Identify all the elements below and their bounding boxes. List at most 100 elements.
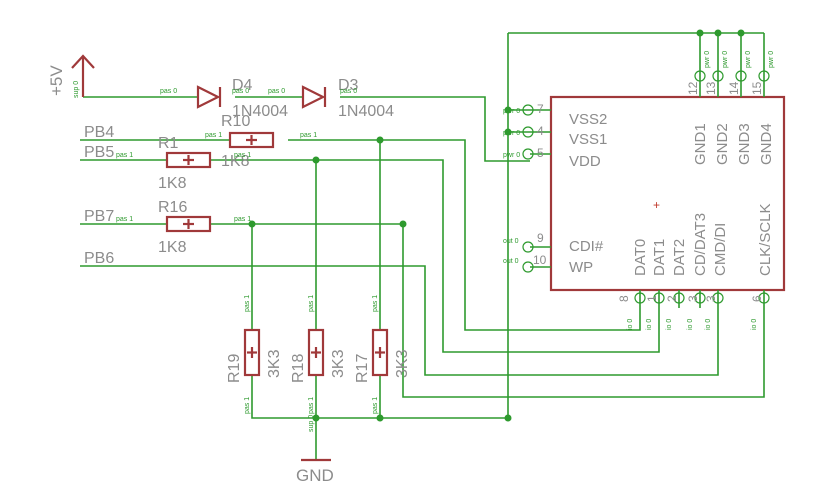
pin_tags-pas1-text: pas 1: [300, 132, 317, 139]
pin_tags-pas0-text: pas 0: [268, 88, 285, 95]
resistors-5-name-text: R17: [354, 354, 371, 383]
top-pins: 12 13 14 15 pwr 0 pwr 0 pwr 0 pwr 0 GND1…: [686, 51, 775, 165]
pin_tags-pas1-text: pas 1: [372, 397, 379, 414]
vcc-pin-tag: sup 0: [73, 81, 80, 98]
card-bottom_pins-4-dir-text: io 0: [705, 319, 712, 330]
pin_tags-pas1-text: pas 1: [244, 397, 251, 414]
resistors-3-value-text: 3K3: [266, 349, 283, 378]
resistors-1-value-text: 1K8: [158, 175, 187, 192]
card-bottom_pins-3-name-text: CD/DAT3: [692, 213, 709, 276]
card-left_pins-4-dir-text: out 0: [503, 258, 519, 265]
card-bottom_pins-4-name-text: CMD/DI: [712, 223, 729, 276]
pin_tags-pas0-text: pas 0: [232, 88, 249, 95]
resistors-3-name-text: R19: [226, 354, 243, 383]
resistor-r19: R19 3K3 pas 1 pas 1: [226, 295, 283, 414]
card-top_pins-0-num-text: 12: [686, 81, 700, 95]
resistor-r16: R16 1K8 pas 1 pas 1: [116, 199, 251, 256]
card-left_pins-4-name-text: WP: [569, 259, 593, 276]
diode-d4: D4 1N4004 pas 0 pas 0: [160, 77, 288, 120]
junctions: [248, 29, 745, 422]
card-bottom_pins-2-num-text: 2: [665, 295, 679, 302]
card-left_pins-0-num-text: 7: [537, 102, 544, 116]
card-top_pins-2-num-text: 14: [727, 81, 741, 95]
card-top_pins-3-num-text: 15: [750, 81, 764, 95]
net-pb4: PB4: [84, 124, 114, 141]
gnd-pin-tag: sup 0: [308, 415, 315, 432]
card-top_pins-2-name-text: GND3: [736, 123, 753, 165]
card-top_pins-3-name-text: GND4: [758, 123, 775, 165]
card-top_pins-1-dir-text: pwr 0: [722, 51, 729, 68]
resistors-5-value-text: 3K3: [394, 349, 411, 378]
card-bottom_pins-5-dir-text: io 0: [751, 319, 758, 330]
diode-d3: D3 1N4004 pas 0 pas 0: [268, 77, 394, 120]
card-left_pins-3-num-text: 9: [537, 231, 544, 245]
resistor-r17: R17 3K3 pas 1 pas 1: [354, 295, 411, 414]
resistors-1-name-text: R1: [158, 135, 179, 152]
resistors-4-name-text: R18: [290, 354, 307, 383]
card-bottom_pins-4-num-text: 3: [704, 295, 718, 302]
net-labels: PB4 PB5 PB7 PB6: [84, 124, 114, 267]
pin_tags-pas1-text: pas 1: [244, 295, 251, 312]
card-bottom_pins-5-name-text: CLK/SCLK: [757, 203, 774, 276]
card-bottom_pins-2-name-text: DAT2: [671, 239, 688, 276]
card-left_pins-1-name-text: VSS1: [569, 131, 607, 148]
pin_tags-pas1-text: pas 1: [116, 216, 133, 223]
card-top_pins-0-name-text: GND1: [692, 123, 709, 165]
card-top_pins-2-dir-text: pwr 0: [745, 51, 752, 68]
pin_tags-pas1-text: pas 1: [205, 132, 222, 139]
sd-card-socket: + 7 4 5 9 10 pwr 0 pwr 0 pwr 0 out 0 out…: [503, 51, 786, 330]
card-bottom_pins-0-num-text: 8: [617, 295, 631, 302]
card-top_pins-0-dir-text: pwr 0: [704, 51, 711, 68]
card-left_pins-2-name-text: VDD: [569, 153, 601, 170]
resistors-4-value-text: 3K3: [330, 349, 347, 378]
net-pb7: PB7: [84, 208, 114, 225]
card-bottom_pins-5-num-text: 6: [750, 295, 764, 302]
card-left_pins-3-dir-text: out 0: [503, 238, 519, 245]
vcc-label: +5V: [47, 65, 66, 96]
pin_tags-pas1-text: pas 1: [116, 152, 133, 159]
gnd-label: GND: [296, 466, 334, 485]
pin_tags-pas0-text: pas 0: [160, 88, 177, 95]
resistor-r18: R18 3K3 pas 1 pas 1: [290, 295, 347, 414]
resistors-2-value-text: 1K8: [158, 239, 187, 256]
net-pb5: PB5: [84, 144, 114, 161]
resistors-0-value-text: 1K8: [221, 153, 250, 170]
card-bottom_pins-2-dir-text: io 0: [666, 319, 673, 330]
card-bottom_pins-0-dir-text: io 0: [627, 319, 634, 330]
pin_tags-pas0-text: pas 0: [340, 88, 357, 95]
resistor-r1: R1 1K8 pas 1 pas 1: [116, 135, 251, 192]
card-left_pins-1-dir-text: pwr 0: [503, 130, 520, 137]
card-bottom_pins-3-dir-text: io 0: [687, 319, 694, 330]
card-top_pins-1-num-text: 13: [704, 81, 718, 95]
card-left_pins-4-num-text: 10: [533, 253, 547, 267]
diodes-0-name-text: D4: [232, 77, 253, 94]
card-bottom_pins-1-name-text: DAT1: [651, 239, 668, 276]
pin_tags-pas1-text: pas 1: [308, 295, 315, 312]
diodes-0-value-text: 1N4004: [232, 103, 288, 120]
resistor-r10: R10 1K8 pas 1 pas 1: [205, 113, 317, 170]
card-bottom_pins-1-num-text: 1: [645, 295, 659, 302]
pin_tags-pas1-text: pas 1: [234, 216, 251, 223]
net-pb6: PB6: [84, 250, 114, 267]
wires: [80, 32, 765, 460]
resistors-0-name-text: R10: [221, 113, 250, 130]
card-left_pins-0-name-text: VSS2: [569, 111, 607, 128]
bottom-pins: 8 1 2 3 3 6 io 0 io 0 io 0 io 0 io 0 io …: [617, 203, 774, 330]
card-left_pins-2-num-text: 5: [537, 146, 544, 160]
card-left_pins-1-num-text: 4: [537, 124, 544, 138]
pin_tags-pas1-text: pas 1: [372, 295, 379, 312]
pin_tags-pas1-text: pas 1: [308, 397, 315, 414]
left-pins: 7 4 5 9 10 pwr 0 pwr 0 pwr 0 out 0 out 0…: [503, 102, 607, 276]
gnd-supply-symbol: GND sup 0: [296, 415, 334, 485]
card-left_pins-0-dir-text: pwr 0: [503, 108, 520, 115]
card-bottom_pins-3-num-text: 3: [686, 295, 700, 302]
card-bottom_pins-1-dir-text: io 0: [646, 319, 653, 330]
vcc-supply-symbol: +5V sup 0: [47, 54, 95, 98]
diodes-1-value-text: 1N4004: [338, 103, 394, 120]
origin-cross-icon: +: [653, 198, 660, 212]
pin_tags-pas1-text: pas 1: [234, 152, 251, 159]
card-left_pins-2-dir-text: pwr 0: [503, 152, 520, 159]
resistors-2-name-text: R16: [158, 199, 187, 216]
card-top_pins-3-dir-text: pwr 0: [768, 51, 775, 68]
